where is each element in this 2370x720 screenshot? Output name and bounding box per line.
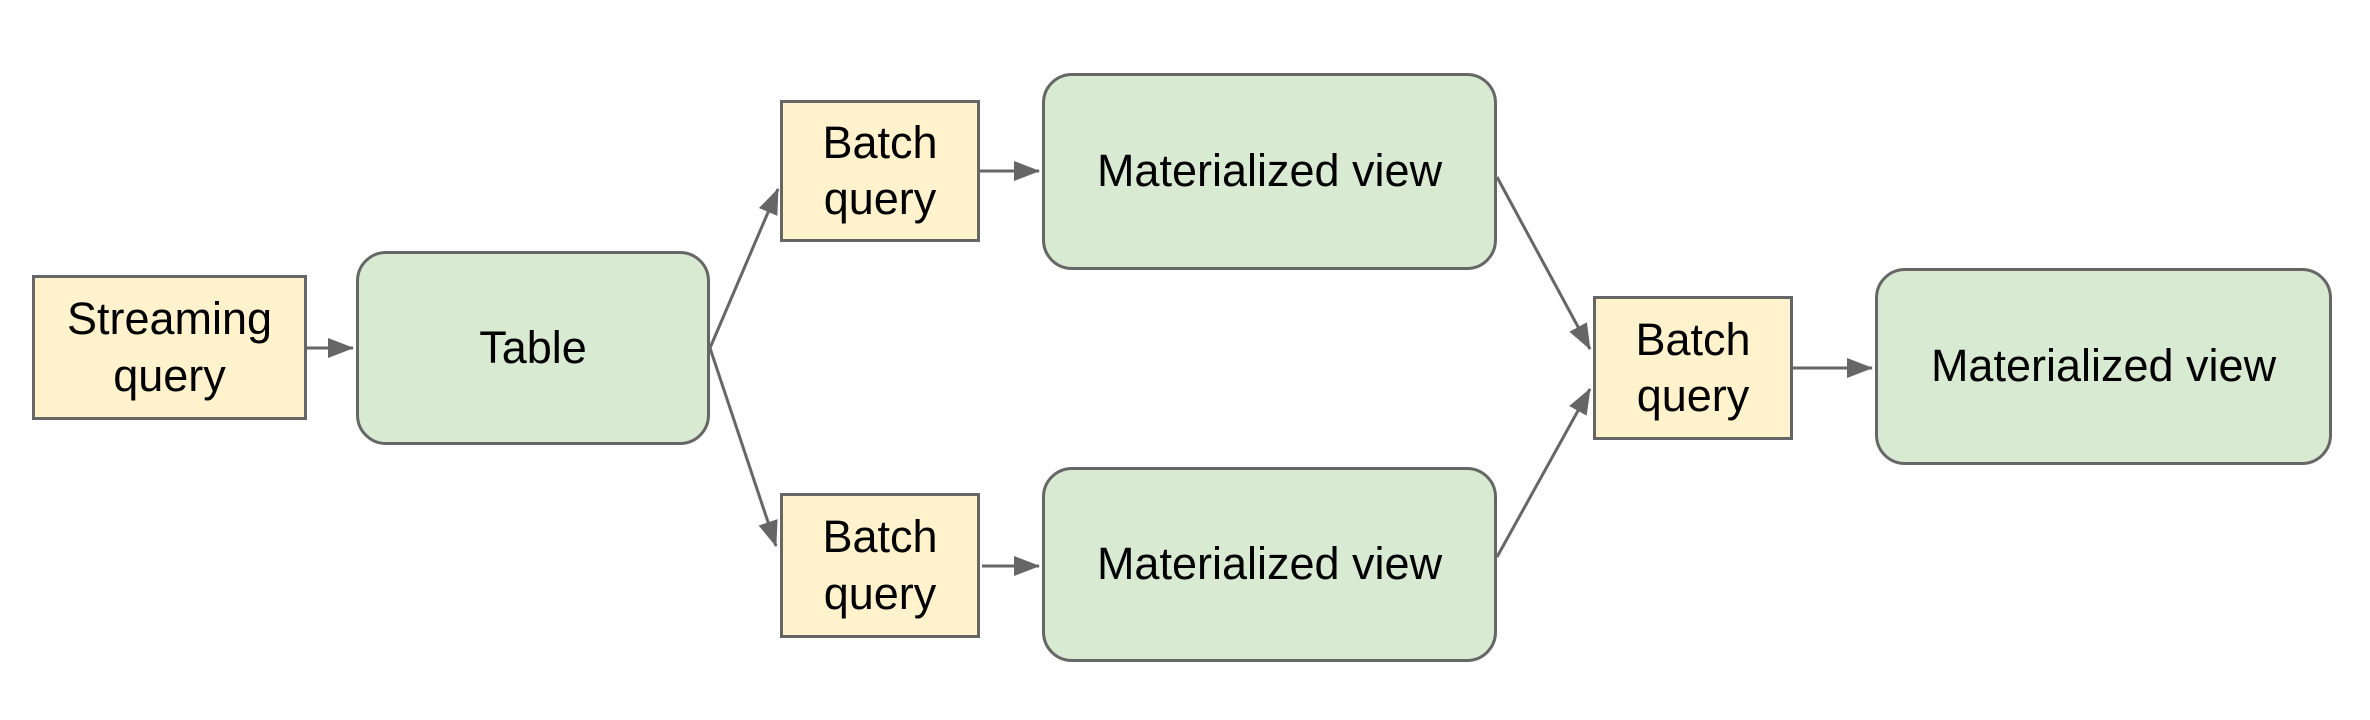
- node-materialized-view-right-label: Materialized view: [1930, 340, 2277, 392]
- node-batch-query-right-label: Batch query: [1635, 313, 1751, 421]
- node-table: Table: [356, 251, 710, 445]
- node-batch-query-bottom-label: Batch query: [822, 511, 938, 619]
- node-materialized-view-bottom-label: Materialized view: [1096, 538, 1443, 590]
- node-materialized-view-right: Materialized view: [1875, 268, 2332, 465]
- node-materialized-view-top: Materialized view: [1042, 73, 1497, 270]
- node-materialized-view-bottom: Materialized view: [1042, 467, 1497, 662]
- node-materialized-view-top-label: Materialized view: [1096, 145, 1443, 197]
- node-streaming-query-label: Streaming query: [66, 293, 273, 401]
- edge-table-to-batch-top: [708, 188, 780, 349]
- edge-mv-top-to-batch-right: [1495, 176, 1592, 350]
- node-streaming-query: Streaming query: [32, 275, 307, 420]
- node-batch-query-right: Batch query: [1593, 296, 1793, 440]
- node-table-label: Table: [479, 321, 587, 373]
- node-batch-query-bottom: Batch query: [780, 493, 980, 638]
- edge-mv-bottom-to-batch-right: [1495, 388, 1592, 558]
- node-batch-query-top: Batch query: [780, 100, 980, 242]
- edge-table-to-batch-bottom: [708, 347, 778, 547]
- node-batch-query-top-label: Batch query: [822, 116, 938, 224]
